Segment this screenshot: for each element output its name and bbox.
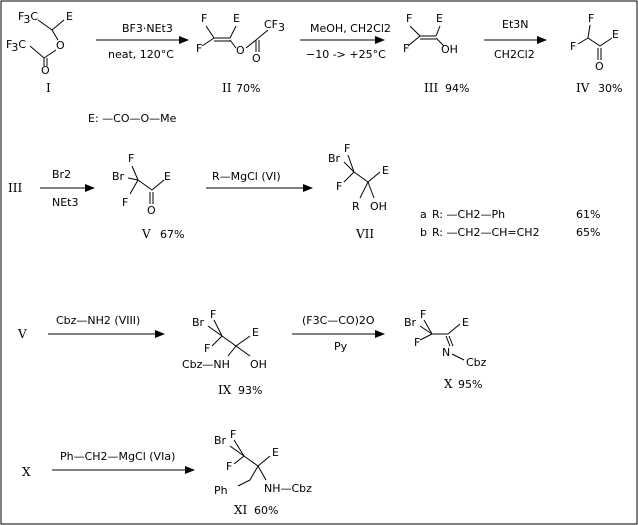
structure-compound-XI: Br F F E Ph NH—Cbz [214, 428, 312, 497]
svg-text:F: F [570, 40, 576, 53]
svg-text:F: F [201, 12, 207, 25]
label-compound-IX: IX [218, 383, 232, 397]
condition-step-7: Py [334, 340, 348, 353]
yield-compound-II: 70% [236, 82, 260, 95]
reagent-step-6: Cbz—NH2 (VIII) [56, 314, 140, 327]
svg-text:F: F [128, 152, 134, 165]
svg-text:OH: OH [441, 43, 458, 56]
structure-compound-IX: Br F F E Cbz—NH OH [182, 308, 267, 371]
svg-text:E: E [382, 164, 389, 177]
svg-text:N: N [442, 346, 450, 359]
svg-text:E: E [612, 28, 619, 41]
svg-text:Ph: Ph [214, 484, 228, 497]
substituent-a-label: a [420, 208, 427, 221]
svg-text:F: F [230, 428, 236, 441]
structure-compound-I: F3C E O F3C O [6, 10, 73, 77]
svg-text:F: F [204, 342, 210, 355]
svg-text:F: F [420, 308, 426, 321]
svg-text:CF3: CF3 [264, 18, 285, 34]
start-compound-X: X [22, 465, 31, 479]
svg-text:Br: Br [328, 152, 341, 165]
condition-step-3: CH2Cl2 [494, 48, 535, 61]
structure-compound-X: Br F F E N Cbz [404, 308, 487, 369]
svg-text:F: F [588, 12, 594, 25]
svg-text:F: F [414, 336, 420, 349]
svg-text:F: F [344, 142, 350, 155]
svg-text:Br: Br [112, 170, 125, 183]
svg-text:E: E [66, 10, 73, 23]
start-compound-III: III [8, 181, 22, 195]
reagent-step-2: MeOH, CH2Cl2 [310, 22, 391, 35]
label-compound-IV: IV [576, 81, 590, 95]
ester-definition: E: —CO—O—Me [88, 112, 177, 125]
label-compound-V: V [141, 227, 151, 241]
structure-compound-VII: Br F F E R OH [328, 142, 389, 213]
condition-step-2: −10 -> +25°C [306, 48, 386, 61]
svg-text:F: F [226, 460, 232, 473]
svg-text:E: E [436, 12, 443, 25]
yield-compound-III: 94% [445, 82, 469, 95]
substituent-b-label: b [420, 226, 427, 239]
substituent-a-group: R: —CH2—Ph [432, 208, 505, 221]
condition-step-1: neat, 120°C [108, 48, 174, 61]
structure-compound-IV: F F E O [570, 12, 619, 73]
svg-text:O: O [236, 44, 245, 57]
structure-compound-III: F F E OH [403, 12, 458, 56]
condition-step-4: NEt3 [52, 196, 79, 209]
substituent-b-yield: 65% [576, 226, 600, 239]
svg-text:F3C: F3C [18, 10, 38, 26]
yield-compound-XI: 60% [254, 504, 278, 517]
reagent-step-7: (F3C—CO)2O [302, 314, 375, 327]
reagent-step-5: R—MgCl (VI) [212, 170, 281, 183]
svg-text:O: O [56, 39, 65, 52]
svg-text:NH—Cbz: NH—Cbz [264, 482, 312, 495]
svg-text:F: F [122, 196, 128, 209]
svg-text:E: E [462, 316, 469, 329]
svg-text:Br: Br [404, 316, 417, 329]
svg-text:R: R [352, 200, 360, 213]
svg-text:O: O [41, 64, 50, 77]
label-compound-I: I [46, 81, 51, 95]
label-compound-II: II [222, 81, 232, 95]
substituent-a-yield: 61% [576, 208, 600, 221]
structure-compound-II: F F E O CF3 O [196, 12, 285, 65]
svg-text:F: F [403, 42, 409, 55]
svg-text:F: F [406, 12, 412, 25]
label-compound-XI: XI [234, 503, 248, 517]
svg-text:OH: OH [250, 358, 267, 371]
reagent-step-3: Et3N [502, 18, 529, 31]
svg-text:F: F [196, 42, 202, 55]
svg-text:O: O [147, 204, 156, 217]
svg-text:Br: Br [214, 434, 227, 447]
yield-compound-X: 95% [458, 378, 482, 391]
svg-text:E: E [252, 326, 259, 339]
substituent-b-group: R: —CH2—CH=CH2 [432, 226, 540, 239]
structure-compound-V: F Br F E O [112, 152, 171, 217]
svg-text:OH: OH [370, 200, 387, 213]
svg-text:E: E [233, 12, 240, 25]
svg-text:O: O [252, 52, 261, 65]
reagent-step-1: BF3·NEt3 [122, 22, 173, 35]
svg-text:F3C: F3C [6, 38, 26, 54]
reagent-step-8: Ph—CH2—MgCl (VIa) [60, 450, 175, 463]
svg-text:O: O [595, 60, 604, 73]
yield-compound-V: 67% [160, 228, 184, 241]
label-compound-VII: VII [355, 227, 374, 241]
label-compound-X: X [444, 377, 453, 391]
svg-text:Cbz—NH: Cbz—NH [182, 358, 230, 371]
label-compound-III: III [424, 81, 438, 95]
svg-text:E: E [272, 446, 279, 459]
svg-text:Br: Br [192, 316, 205, 329]
yield-compound-IX: 93% [238, 384, 262, 397]
reagent-step-4: Br2 [52, 168, 71, 181]
svg-text:E: E [164, 170, 171, 183]
svg-text:F: F [336, 180, 342, 193]
yield-compound-IV: 30% [598, 82, 622, 95]
svg-text:Cbz: Cbz [466, 356, 487, 369]
start-compound-V: V [17, 327, 27, 341]
svg-text:F: F [210, 308, 216, 321]
